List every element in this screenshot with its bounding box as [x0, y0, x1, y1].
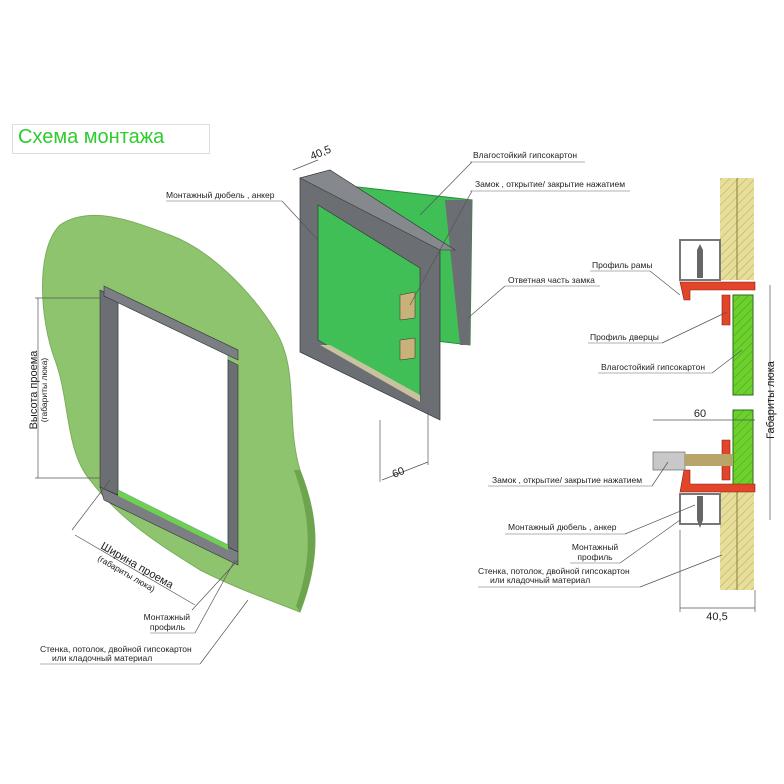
left-wall-label-1: Стенка, потолок, двойной гипсокартон	[40, 644, 192, 654]
door-drywall-label: Влагостойкий гипсокартон	[473, 150, 577, 160]
frame-profile-label: Профиль рамы	[592, 260, 652, 270]
title-frame	[12, 124, 210, 154]
door-depth-dim: 40,5	[309, 144, 333, 163]
section-depth-dim: 40,5	[706, 611, 727, 623]
left-mount-profile-label-1: Монтажный	[144, 612, 191, 622]
door-strike-label: Ответная часть замка	[508, 275, 595, 285]
door-dowel-label: Монтажный дюбель , анкер	[166, 190, 275, 200]
left-wall-label-2: или кладочный материал	[52, 653, 152, 663]
hatch-size-label: Габариты люка	[765, 360, 777, 439]
section-mount-profile-label-2: профиль	[577, 552, 613, 562]
mount-profile-left	[99, 289, 119, 496]
diagram-title: Схема монтажа	[18, 126, 165, 148]
section-wall-label-1: Стенка, потолок, двойной гипсокартон	[478, 566, 630, 576]
opening-height-label: Высота проема	[28, 350, 40, 430]
frame-profile-upper	[679, 281, 756, 326]
door-60-dim: 60	[391, 465, 407, 481]
section-60-dim: 60	[694, 408, 706, 420]
section-lock-label: Замок , открытие/ закрытие нажатием	[492, 475, 642, 485]
section-drywall-label: Влагостойкий гипсокартон	[601, 362, 705, 372]
wall-opening-view	[35, 214, 316, 613]
lock-block	[399, 291, 416, 321]
left-mount-profile-label-2: профиль	[150, 622, 186, 632]
mount-profile-right	[227, 359, 239, 553]
door-profile-label: Профиль дверцы	[590, 332, 659, 342]
lock-block-lower	[399, 337, 416, 361]
hatch-door-view	[292, 159, 473, 482]
door-lock-label: Замок , открытие/ закрытие нажатием	[475, 179, 625, 189]
lock-mechanism	[652, 451, 686, 471]
section-dowel-label: Монтажный дюбель , анкер	[508, 522, 617, 532]
anchor-upper	[697, 244, 703, 278]
cross-section-view	[652, 178, 771, 612]
section-mount-profile-label-1: Монтажный	[572, 542, 619, 552]
section-wall-label-2: или кладочный материал	[490, 575, 590, 585]
anchor-lower	[697, 496, 703, 528]
opening-height-sublabel: (габариты люка)	[39, 358, 49, 423]
mount-profile-upper	[679, 239, 721, 281]
